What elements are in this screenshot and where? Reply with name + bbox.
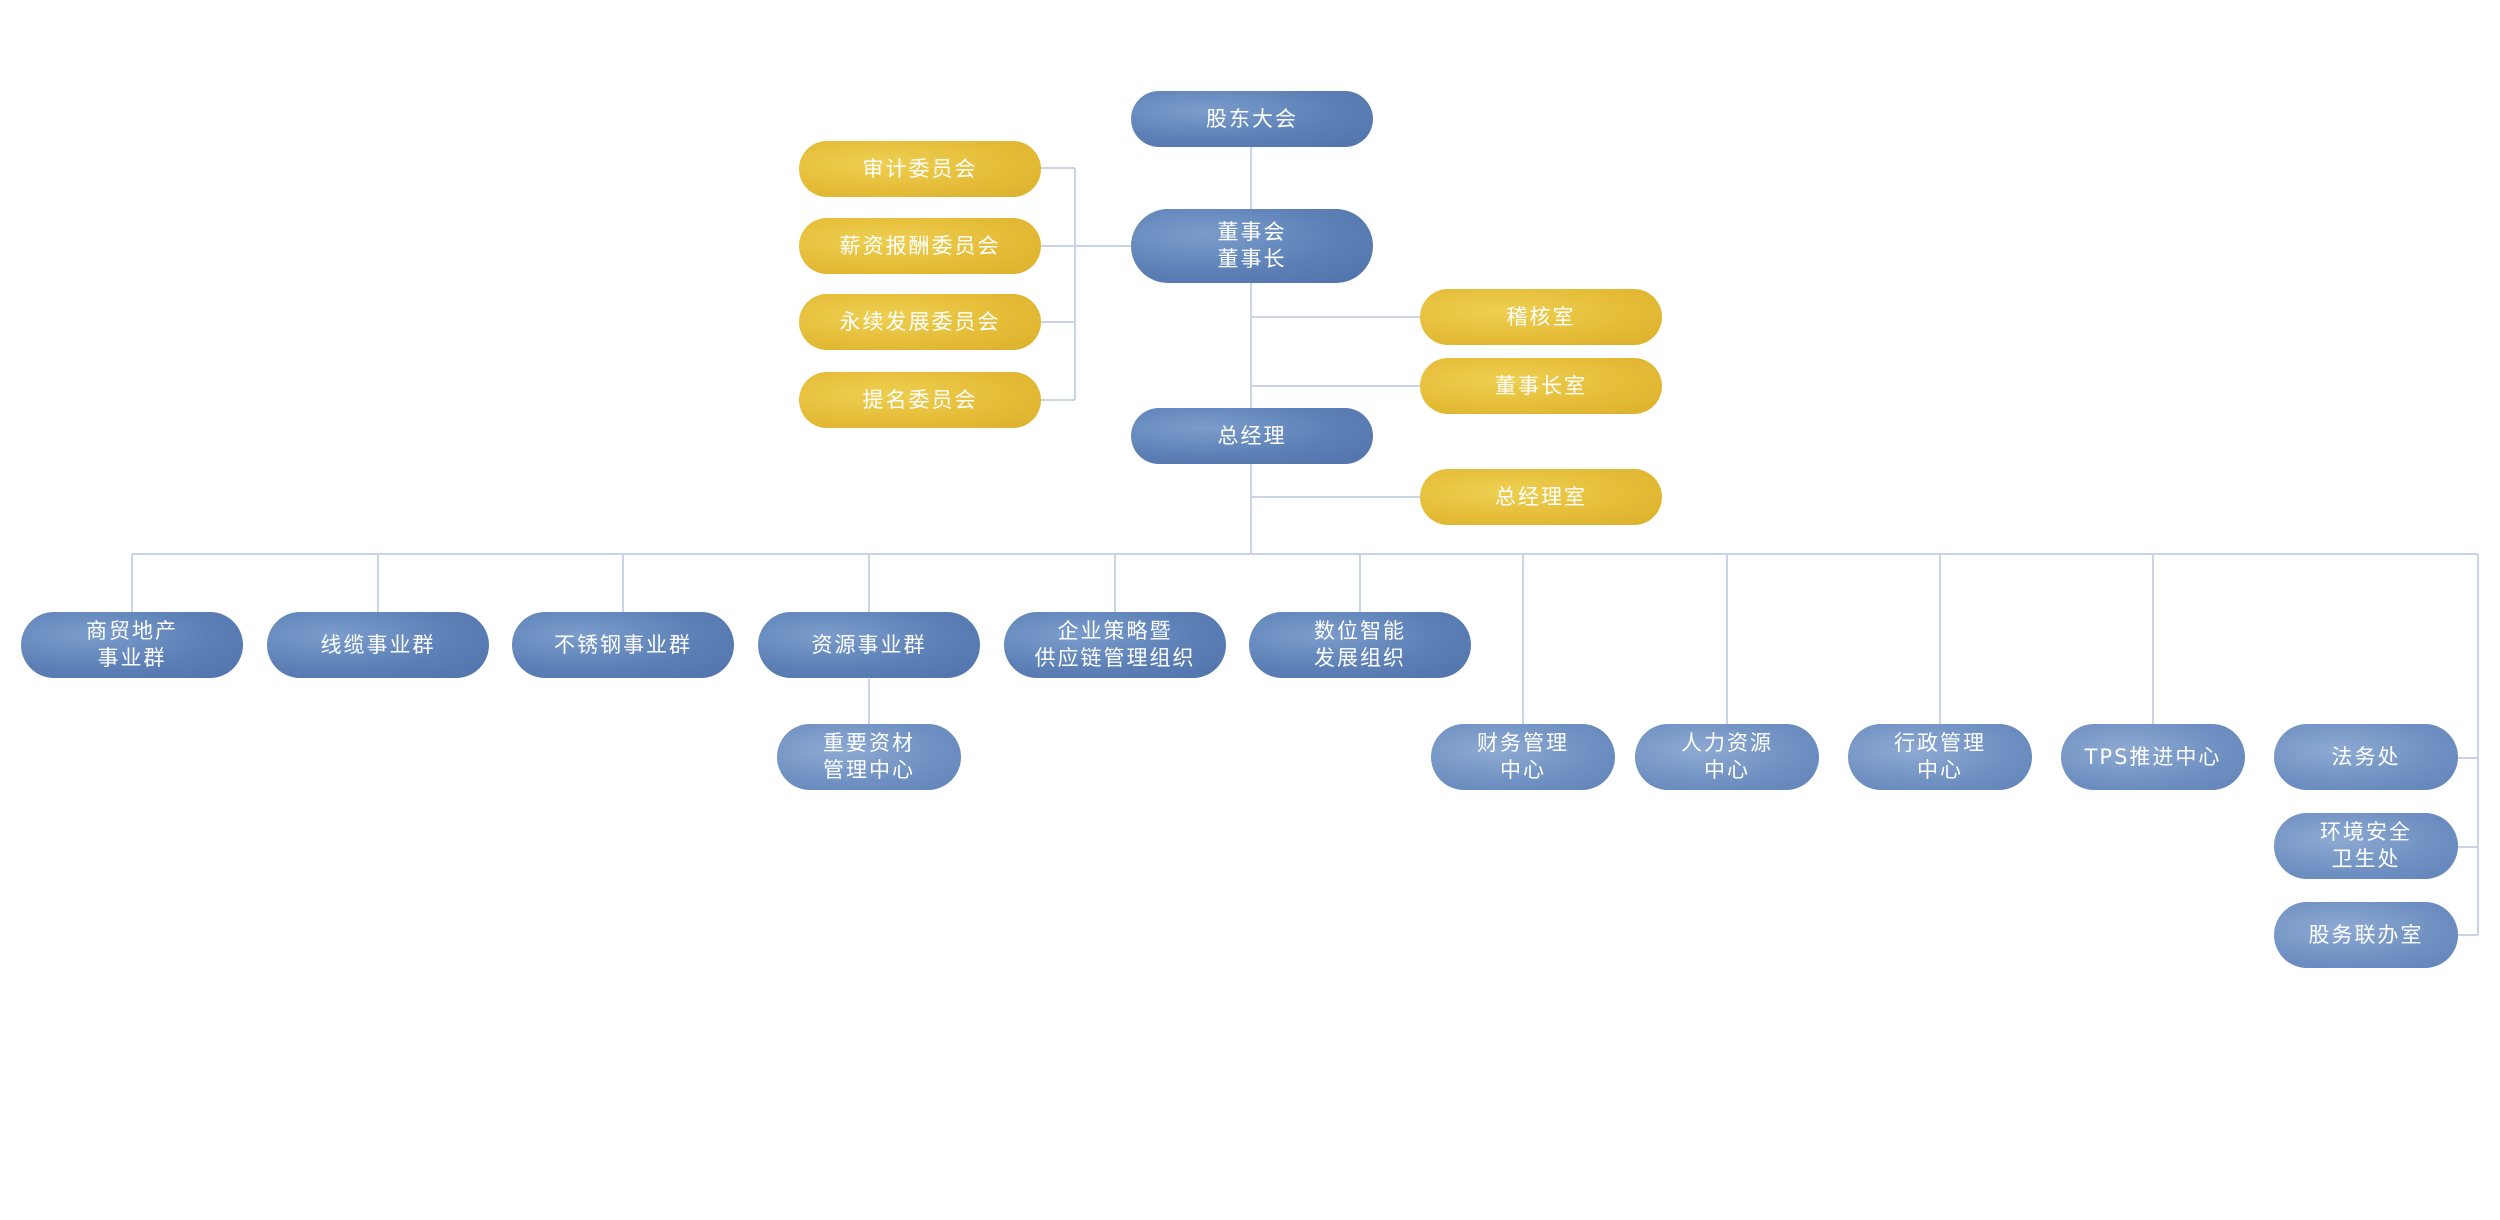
node-label: 提名委员会 (862, 387, 978, 412)
node-division-strategy-supply-chain: 企业策略暨 供应链管理组织 (1004, 612, 1226, 678)
node-shareholders-meeting: 股东大会 (1131, 91, 1373, 147)
node-hr-center: 人力资源 中心 (1635, 724, 1819, 790)
node-label: 总经理室 (1495, 484, 1587, 509)
node-label-line1: 资源事业群 (811, 632, 927, 657)
node-label-line1: 人力资源 (1681, 731, 1773, 755)
node-label-line2: 董事长 (1217, 247, 1287, 271)
node-label-line1: 财务管理 (1477, 731, 1569, 755)
node-board-of-directors: 董事会 董事长 (1131, 209, 1373, 283)
node-chairman-office: 董事长室 (1420, 358, 1662, 414)
node-label-line1: 线缆事业群 (320, 632, 436, 657)
node-finance-center: 财务管理 中心 (1431, 724, 1615, 790)
node-label: 审计委员会 (862, 156, 978, 181)
node-label-line2: 管理中心 (823, 758, 915, 782)
node-label-line1: 重要资材 (823, 731, 915, 755)
node-label-line1: 法务处 (2331, 744, 2401, 769)
node-key-materials-center: 重要资材 管理中心 (777, 724, 961, 790)
node-label-line2: 卫生处 (2331, 847, 2401, 871)
node-tps-center: TPS推进中心 (2061, 724, 2245, 790)
node-label-line2: 事业群 (97, 646, 167, 670)
node-label: 稽核室 (1506, 304, 1576, 329)
node-general-manager: 总经理 (1131, 408, 1373, 464)
node-label-line1: 环境安全 (2320, 820, 2412, 844)
node-label-line1: 股务联办室 (2308, 922, 2424, 947)
node-label-line1: TPS推进中心 (2084, 744, 2222, 769)
node-nomination-committee: 提名委员会 (799, 372, 1041, 428)
node-label-line1: 行政管理 (1894, 731, 1986, 755)
node-audit-committee: 审计委员会 (799, 141, 1041, 197)
node-audit-office: 稽核室 (1420, 289, 1662, 345)
node-label-line1: 不锈钢事业群 (554, 632, 692, 657)
node-label-line1: 数位智能 (1314, 619, 1406, 643)
node-label: 总经理 (1217, 423, 1287, 448)
node-admin-center: 行政管理 中心 (1848, 724, 2032, 790)
node-gm-office: 总经理室 (1420, 469, 1662, 525)
node-division-resources: 资源事业群 (758, 612, 980, 678)
node-legal-department: 法务处 (2274, 724, 2458, 790)
node-label: 董事长室 (1495, 373, 1587, 398)
node-division-stainless-steel: 不锈钢事业群 (512, 612, 734, 678)
node-division-cable: 线缆事业群 (267, 612, 489, 678)
node-environment-safety-health: 环境安全 卫生处 (2274, 813, 2458, 879)
node-label: 股东大会 (1206, 106, 1298, 131)
node-label-line1: 商贸地产 (86, 619, 178, 643)
node-label-line2: 中心 (1500, 758, 1546, 782)
node-label-line1: 董事会 (1217, 220, 1287, 244)
node-label-line2: 中心 (1917, 758, 1963, 782)
node-stock-affairs-office: 股务联办室 (2274, 902, 2458, 968)
node-label-line1: 企业策略暨 (1057, 619, 1173, 643)
node-label: 永续发展委员会 (839, 309, 1001, 334)
node-label-line2: 中心 (1704, 758, 1750, 782)
node-remuneration-committee: 薪资报酬委员会 (799, 218, 1041, 274)
node-label-line2: 供应链管理组织 (1034, 646, 1196, 670)
node-label: 薪资报酬委员会 (839, 233, 1001, 258)
node-division-digital-intelligence: 数位智能 发展组织 (1249, 612, 1471, 678)
node-sustainability-committee: 永续发展委员会 (799, 294, 1041, 350)
node-label-line2: 发展组织 (1314, 646, 1406, 670)
node-division-commercial-real-estate: 商贸地产 事业群 (21, 612, 243, 678)
